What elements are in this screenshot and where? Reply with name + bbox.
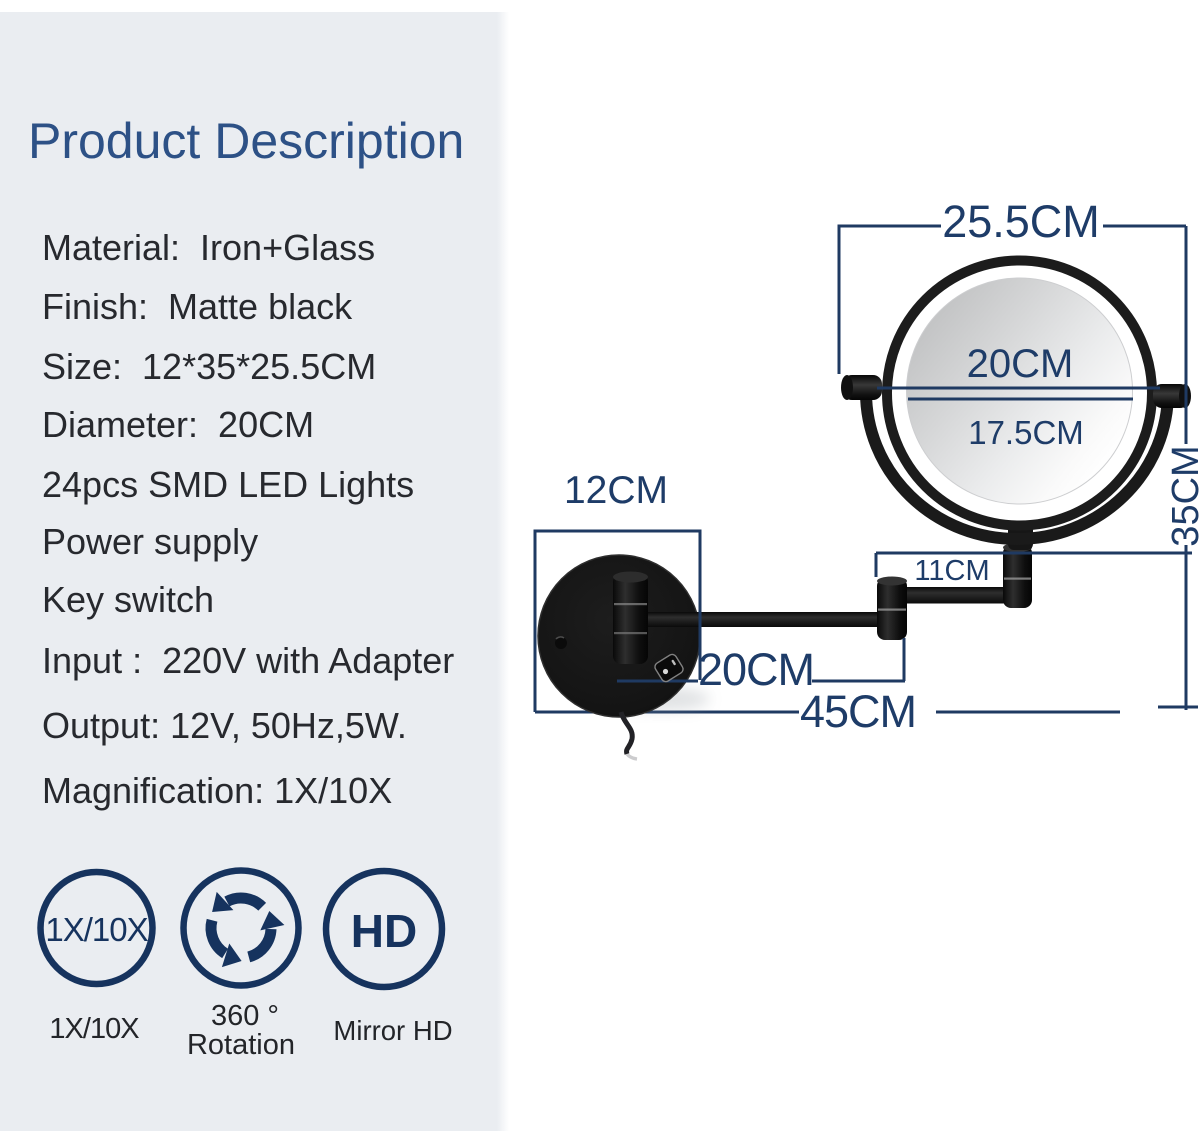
svg-text:1X/10X: 1X/10X	[49, 1013, 139, 1045]
svg-text:Mirror HD: Mirror HD	[333, 1015, 452, 1046]
svg-text:45CM: 45CM	[800, 686, 916, 737]
svg-text:17.5CM: 17.5CM	[968, 414, 1084, 451]
svg-text:20CM: 20CM	[698, 644, 814, 695]
svg-text:25.5CM: 25.5CM	[942, 196, 1100, 247]
svg-text:11CM: 11CM	[914, 555, 989, 587]
svg-text:20CM: 20CM	[967, 342, 1074, 386]
svg-text:360 °: 360 °	[211, 1000, 279, 1032]
svg-text:Rotation: Rotation	[187, 1029, 295, 1061]
svg-text:HD: HD	[351, 905, 417, 957]
svg-text:12CM: 12CM	[564, 469, 668, 512]
svg-text:35CM: 35CM	[1165, 445, 1200, 546]
svg-text:1X/10X: 1X/10X	[45, 911, 148, 948]
